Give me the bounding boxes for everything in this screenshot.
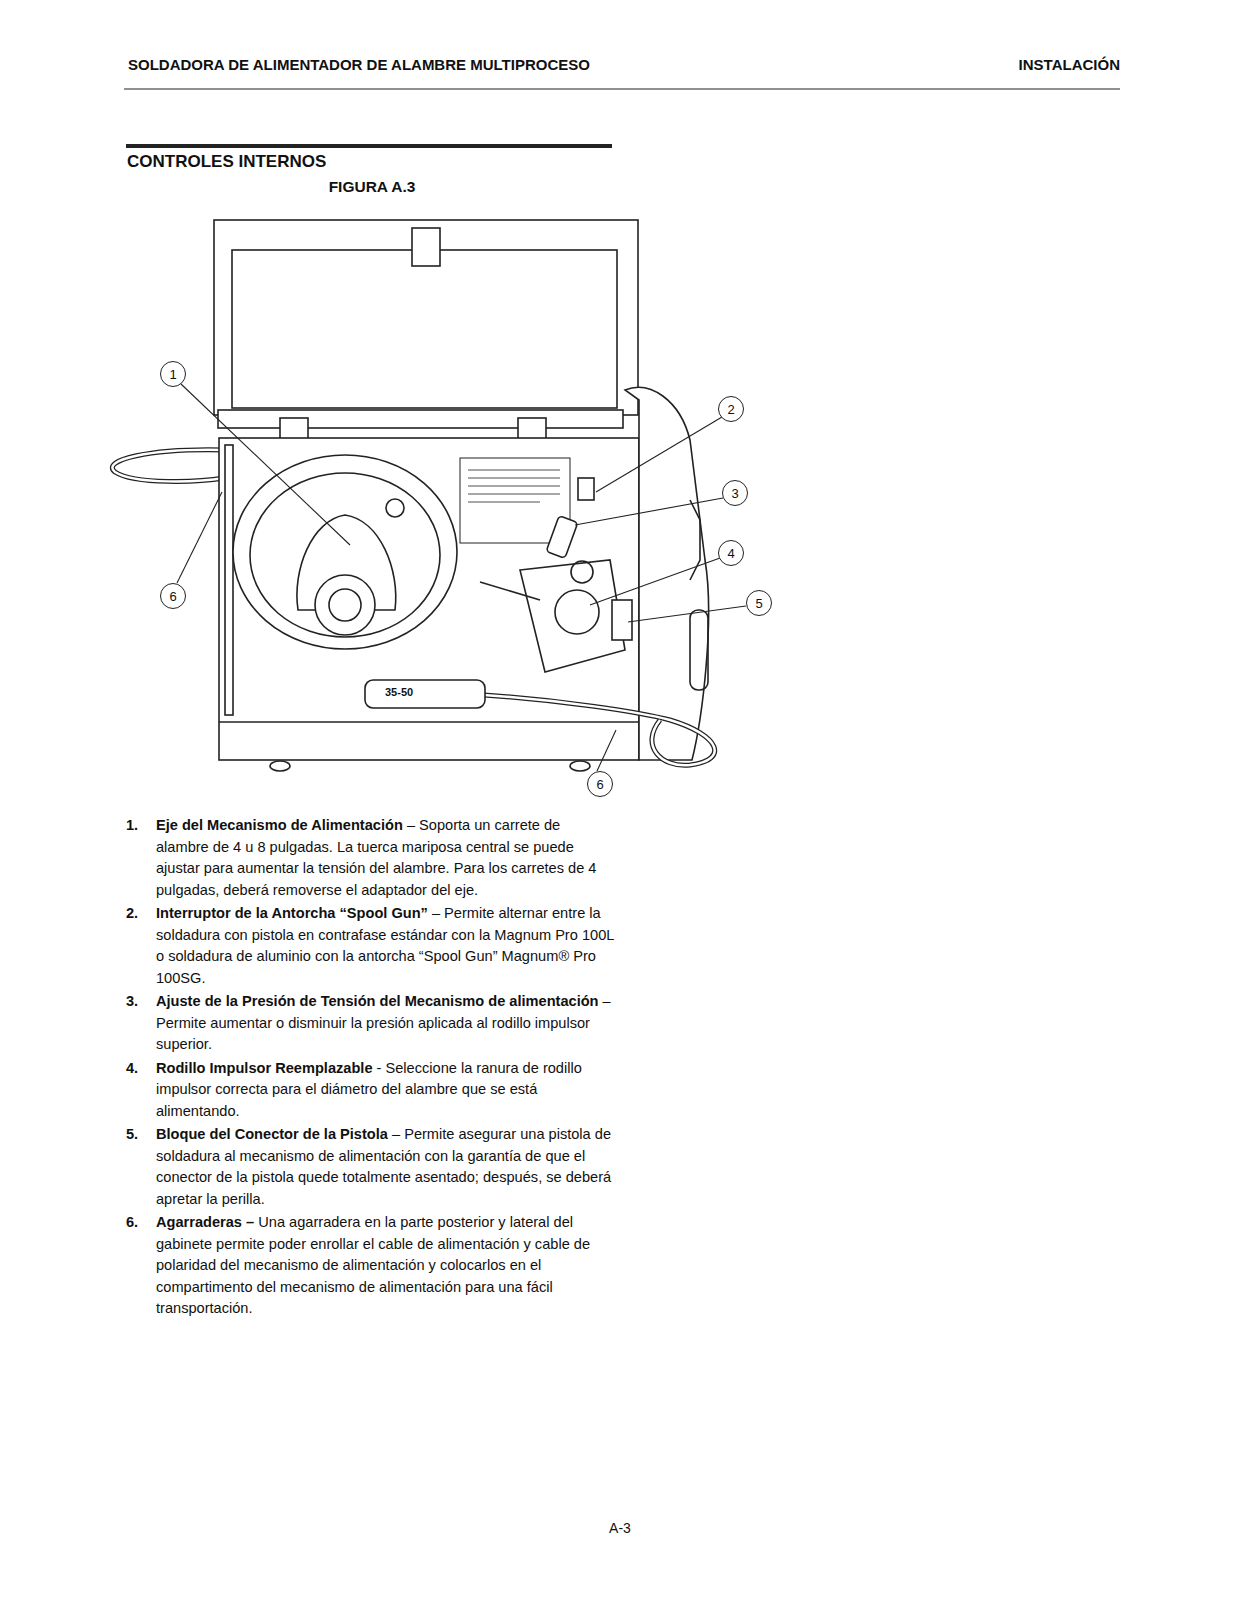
description-list: 1.Eje del Mecanismo de Alimentación – So…: [126, 815, 616, 1322]
cabinet: [219, 438, 639, 760]
callout-circle: 4: [718, 540, 744, 566]
item-number: 3.: [126, 991, 138, 1013]
item-number: 5.: [126, 1124, 138, 1146]
plug-marking: 35-50: [383, 686, 415, 698]
leader-line: [575, 498, 723, 525]
callout-circle: 3: [722, 480, 748, 506]
item-heading: Ajuste de la Presión de Tensión del Meca…: [156, 993, 599, 1009]
foot: [570, 761, 590, 771]
item-heading: Rodillo Impulsor Reemplazable: [156, 1060, 373, 1076]
gun-connector-block: [612, 600, 632, 640]
callout-number: 5: [755, 596, 762, 611]
wire: [480, 582, 540, 600]
leader-line: [590, 558, 720, 605]
item-number: 6.: [126, 1212, 138, 1234]
idle-roll: [571, 561, 593, 583]
leader-line: [628, 606, 746, 622]
section-rule: [126, 144, 612, 148]
cable-loop: [112, 450, 226, 482]
callout-number: 6: [169, 589, 176, 604]
lid: [214, 220, 638, 415]
callout-circle: 6: [587, 771, 613, 797]
gun-cable: [484, 695, 715, 765]
gun-cable: [484, 695, 715, 765]
hinge-bar: [218, 410, 623, 428]
callout-number: 1: [169, 367, 176, 382]
callout-circle: 6: [160, 583, 186, 609]
brake-knob: [386, 499, 404, 517]
wing-nut: [329, 589, 361, 621]
section-name: INSTALACIÓN: [1019, 56, 1120, 73]
leader-line: [181, 384, 350, 545]
gun-plug: [365, 680, 485, 708]
item-heading: Bloque del Conector de la Pistola: [156, 1126, 388, 1142]
list-item: 3. Ajuste de la Presión de Tensión del Me…: [126, 991, 616, 1056]
spool-outer: [233, 455, 457, 649]
list-item: 4.Rodillo Impulsor Reemplazable - Selecc…: [126, 1058, 616, 1123]
side-handle: [225, 445, 233, 715]
spool-gun-switch: [578, 478, 594, 500]
drive-mechanism: [520, 560, 625, 672]
leader-line: [177, 492, 222, 583]
item-heading: Eje del Mecanismo de Alimentación: [156, 817, 403, 833]
spindle-hub: [315, 575, 375, 635]
lid-window: [232, 250, 617, 408]
callout-circle: 2: [718, 396, 744, 422]
callout-circle: 5: [746, 590, 772, 616]
base-rail: [219, 721, 639, 723]
page-number: A-3: [609, 1520, 631, 1536]
leader-line: [596, 417, 722, 492]
list-item: 5.Bloque del Conector de la Pistola – Pe…: [126, 1124, 616, 1210]
list-item: 6.Agarraderas – Una agarradera en la par…: [126, 1212, 616, 1320]
figure-caption: FIGURA A.3: [329, 178, 416, 196]
drive-roll: [555, 590, 599, 634]
spool-inner: [250, 473, 440, 637]
cable-loop: [112, 450, 226, 482]
foot: [270, 761, 290, 771]
front-panel: [625, 387, 709, 760]
section-title: CONTROLES INTERNOS: [127, 152, 326, 172]
callout-number: 6: [596, 777, 603, 792]
header-rule: [124, 88, 1120, 89]
callout-number: 3: [731, 486, 738, 501]
item-number: 4.: [126, 1058, 138, 1080]
front-grip: [690, 610, 708, 690]
callout-circle: 1: [160, 361, 186, 387]
callout-number: 2: [727, 402, 734, 417]
latch: [412, 228, 440, 266]
item-number: 1.: [126, 815, 138, 837]
item-heading: Interruptor de la Antorcha “Spool Gun”: [156, 905, 428, 921]
item-number: 2.: [126, 903, 138, 925]
leader-line: [597, 730, 616, 771]
item-heading: Agarraderas –: [156, 1214, 254, 1230]
list-item: 1.Eje del Mecanismo de Alimentación – So…: [126, 815, 616, 901]
callout-number: 4: [727, 546, 734, 561]
tension-knob: [546, 516, 578, 559]
running-header: SOLDADORA DE ALIMENTADOR DE ALAMBRE MULT…: [128, 56, 590, 73]
list-item: 2. Interruptor de la Antorcha “Spool Gun”…: [126, 903, 616, 989]
